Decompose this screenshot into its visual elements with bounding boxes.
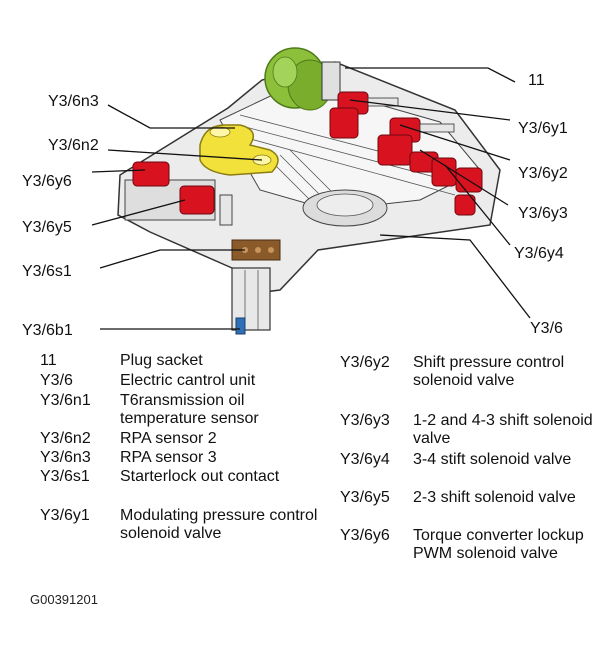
callout-y3-6y3: Y3/6y3: [518, 205, 568, 222]
legend-code: Y3/6n1: [40, 392, 91, 409]
legend-desc: 3-4 stift solenoid valve: [413, 451, 572, 468]
solenoid-y3: [409, 151, 457, 187]
legend-item: Y3/6y5 2-3 shift solenoid valve: [340, 489, 595, 529]
solenoid-y5: [179, 185, 215, 215]
legend-code: Y3/6y2: [340, 354, 390, 371]
legend-item: Y3/6y1 Modulating pressure control solen…: [40, 507, 330, 547]
legend-item: Y3/6y2 Shift pressure control solenoid v…: [340, 354, 595, 414]
legend-desc: RPA sensor 3: [120, 449, 217, 466]
legend-item: Y3/6y6 Torque converter lockup PWM solen…: [340, 527, 595, 587]
legend-code: Y3/6n3: [40, 449, 91, 466]
legend-code: 11: [40, 352, 57, 369]
legend-code: Y3/6y4: [340, 451, 390, 468]
callout-11: 11: [528, 72, 545, 89]
legend-desc: Plug sacket: [120, 352, 203, 369]
legend-code: Y3/6y5: [340, 489, 390, 506]
legend-item: Y3/6n2 RPA sensor 2: [40, 430, 330, 450]
solenoid-y1: [329, 91, 399, 139]
legend-item: Y3/6y4 3-4 stift solenoid valve: [340, 451, 595, 491]
legend-desc: RPA sensor 2: [120, 430, 217, 447]
legend-item: 11 Plug sacket: [40, 352, 330, 372]
figure-id: G00391201: [30, 592, 98, 607]
legend-desc: Electric cantrol unit: [120, 372, 256, 389]
legend-desc: Shift pressure control solenoid valve: [413, 354, 565, 389]
legend-desc: T6ransmission oil temperature sensor: [120, 392, 259, 427]
callout-y3-6b1: Y3/6b1: [22, 322, 73, 339]
legend-code: Y3/6y3: [340, 412, 390, 429]
legend-code: Y3/6: [40, 372, 73, 389]
speed-sensor-column: [231, 267, 271, 335]
solenoid-y6: [132, 161, 170, 187]
legend-item: Y3/6n1 T6ransmission oil temperature sen…: [40, 392, 330, 432]
callout-y3-6y5: Y3/6y5: [22, 219, 72, 236]
legend-item: Y3/6 Electric cantrol unit: [40, 372, 330, 392]
callout-y3-6y6: Y3/6y6: [22, 173, 72, 190]
legend-code: Y3/6s1: [40, 468, 90, 485]
rpa-sensor-yellow: [199, 124, 279, 176]
legend-desc: 2-3 shift solenoid valve: [413, 489, 576, 506]
leader-lines: [91, 67, 531, 330]
legend-item: Y3/6n3 RPA sensor 3: [40, 449, 330, 469]
callout-y3-6s1: Y3/6s1: [22, 263, 72, 280]
legend-code: Y3/6y1: [40, 507, 90, 524]
speed-sensor-b1: [235, 317, 246, 335]
legend-desc: Torque converter lockup PWM solenoid val…: [413, 527, 584, 562]
callout-y3-6: Y3/6: [530, 320, 563, 337]
legend-code: Y3/6y6: [340, 527, 390, 544]
callout-y3-6y1: Y3/6y1: [518, 120, 568, 137]
callout-y3-6n2: Y3/6n2: [48, 137, 99, 154]
legend-item: Y3/6s1 Starterlock out contact: [40, 468, 330, 508]
legend-desc: Modulating pressure control solenoid val…: [120, 507, 318, 542]
starterlock-contact: [231, 239, 281, 261]
callout-y3-6n3: Y3/6n3: [48, 93, 99, 110]
transmission-control-unit-diagram: 11 Y3/6n3 Y3/6n2 Y3/6y6 Y3/6y5 Y3/6s1 Y3…: [22, 47, 568, 339]
callout-y3-6y2: Y3/6y2: [518, 165, 568, 182]
legend-desc: 1-2 and 4-3 shift solenoid valve: [413, 412, 593, 447]
legend-item: Y3/6y3 1-2 and 4-3 shift solenoid valve: [340, 412, 595, 452]
legend-desc: Starterlock out contact: [120, 468, 280, 485]
callout-y3-6y4: Y3/6y4: [514, 245, 564, 262]
plug-socket-11: [264, 47, 341, 111]
solenoid-y2: [377, 117, 455, 166]
legend-code: Y3/6n2: [40, 430, 91, 447]
